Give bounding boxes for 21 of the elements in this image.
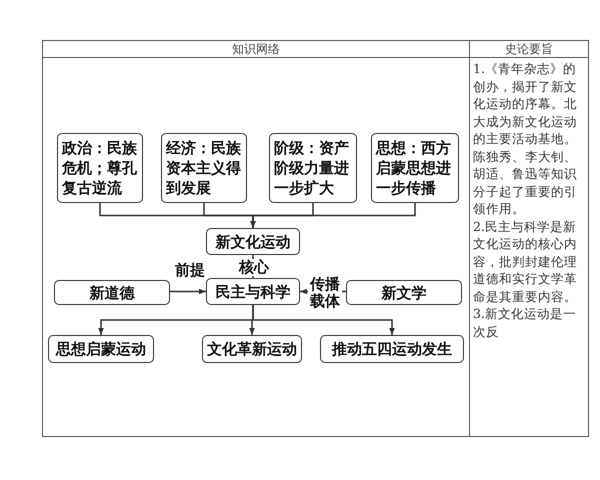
text-box: 新道德	[54, 280, 170, 305]
text-box: 政治：民族危机；尊孔复古逆流	[57, 133, 143, 203]
text-box: 经济：民族资本主义得到发展	[161, 133, 247, 203]
text-box: 新文学	[346, 280, 462, 305]
note-paragraph: 2.民主与科学是新文化运动的核心内容，批判封建伦理道德和实行文学革命是其重要内容。	[473, 218, 578, 305]
text-box: 推动五四运动发生	[320, 335, 464, 363]
column-header: 知识网络	[43, 41, 469, 58]
text-box: 阶级：资产阶级力量进一步扩大	[269, 133, 357, 203]
edge-label: 传播载体	[308, 276, 342, 310]
column-header: 史论要旨	[469, 41, 589, 58]
text-box: 文化革新运动	[202, 335, 302, 363]
text-box: 思想启蒙运动	[48, 335, 154, 363]
note-paragraph: 3.新文化运动是一次反	[473, 305, 577, 340]
text-box: 思想：西方启蒙思想进一步传播	[371, 133, 459, 203]
text-box: 新文化运动	[206, 228, 300, 255]
connector-arrow	[250, 203, 416, 228]
connector-arrow	[252, 305, 395, 335]
text-box: 民主与科学	[206, 278, 300, 305]
edge-label: 前提	[172, 262, 208, 279]
note-paragraph: 1.《青年杂志》的创办，揭开了新文化运动的序幕。北大成为新文化运动的主要活动基地。陈独秀、李大钊、胡适、鲁迅等知识分子起了重要的引领作用。	[473, 60, 578, 218]
connector-arrow	[170, 288, 206, 294]
